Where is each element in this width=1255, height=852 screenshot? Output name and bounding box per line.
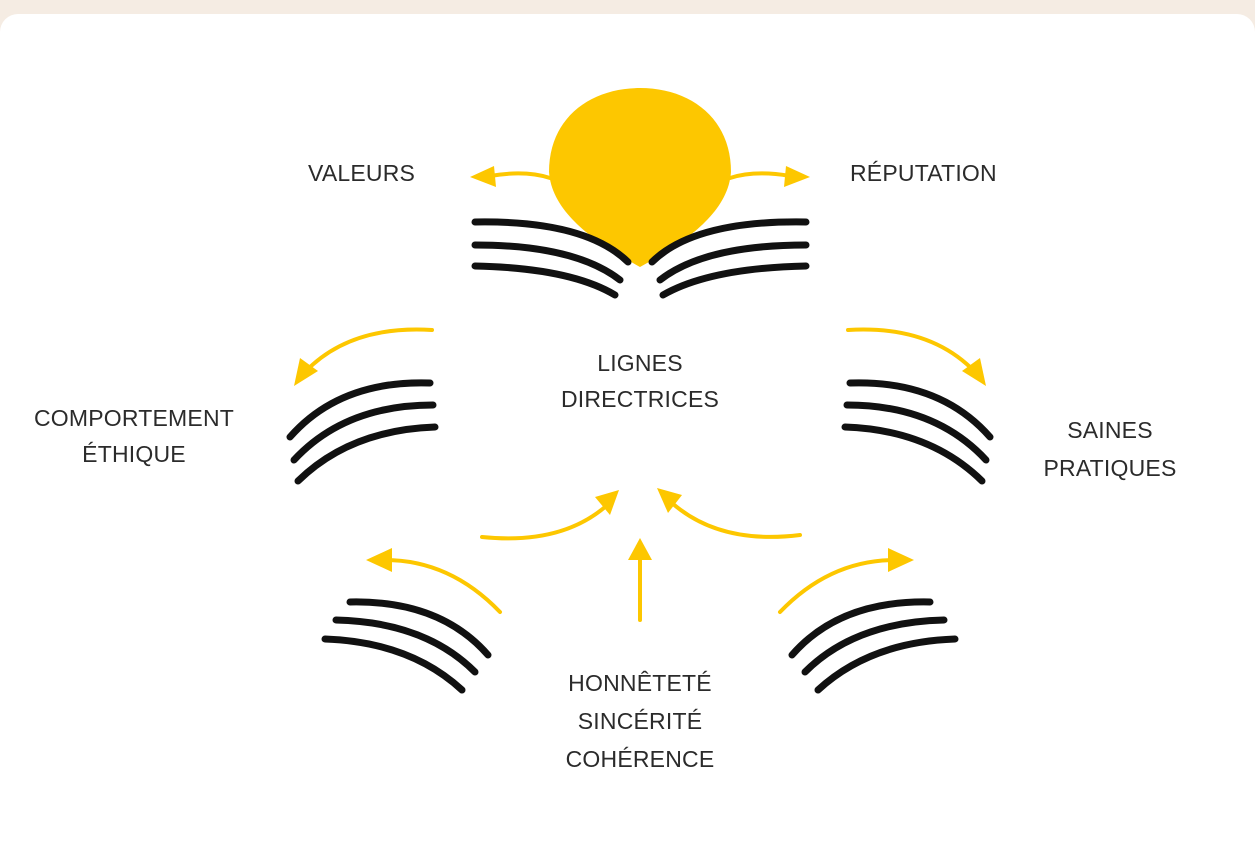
label-honnetete: HONNÊTETÉ bbox=[568, 670, 712, 696]
label-lignes-line-2: DIRECTRICES bbox=[560, 386, 720, 412]
arrowhead-bottom-right bbox=[888, 548, 914, 572]
label-comportement-ethique: COMPORTEMENT ÉTHIQUE bbox=[10, 400, 258, 472]
book-lines-top-right bbox=[648, 218, 810, 299]
label-saines-line-1: SAINES bbox=[1067, 417, 1153, 443]
arrowhead-right-to-center bbox=[657, 488, 682, 513]
book-lines-right bbox=[841, 379, 994, 485]
label-sincerite: SINCÉRITÉ bbox=[577, 708, 703, 734]
book-lines-top-left bbox=[471, 218, 632, 299]
arrow-bottom-left-up bbox=[383, 558, 502, 614]
label-saines-pratiques: SAINES PRATIQUES bbox=[1010, 411, 1210, 487]
label-comportement-line-2: ÉTHIQUE bbox=[82, 441, 186, 467]
arrowhead-saines bbox=[962, 358, 986, 386]
arrow-bottom-right-up bbox=[778, 558, 897, 614]
label-reputation: RÉPUTATION bbox=[850, 160, 997, 186]
label-honnetete-group: HONNÊTETÉ SINCÉRITÉ COHÉRENCE bbox=[520, 664, 760, 778]
book-lines-bottom-right bbox=[788, 598, 959, 694]
label-lignes-directrices: LIGNES DIRECTRICES bbox=[540, 345, 740, 417]
arrowhead-left-to-center bbox=[595, 490, 619, 515]
label-saines-line-2: PRATIQUES bbox=[1043, 455, 1177, 481]
arrow-to-reputation bbox=[728, 171, 792, 180]
book-lines-left bbox=[286, 379, 439, 485]
arrow-right-to-center bbox=[670, 501, 802, 539]
arrowhead-comportement bbox=[294, 358, 318, 386]
arrow-to-valeurs bbox=[488, 171, 552, 180]
arrowhead-reputation bbox=[784, 166, 810, 187]
label-lignes-line-1: LIGNES bbox=[597, 350, 683, 376]
arrowhead-bottom-to-center bbox=[628, 538, 652, 560]
sun-shape bbox=[549, 88, 731, 267]
arrow-left-to-center bbox=[480, 505, 607, 541]
label-valeurs: VALEURS bbox=[308, 160, 416, 186]
arrow-to-saines bbox=[846, 327, 977, 374]
label-comportement-line-1: COMPORTEMENT bbox=[33, 405, 235, 431]
arrowhead-bottom-left bbox=[366, 548, 392, 572]
arrowhead-valeurs bbox=[470, 166, 496, 187]
label-coherence: COHÉRENCE bbox=[565, 746, 715, 772]
arrow-to-comportement bbox=[303, 327, 434, 374]
book-lines-bottom-left bbox=[321, 598, 492, 694]
